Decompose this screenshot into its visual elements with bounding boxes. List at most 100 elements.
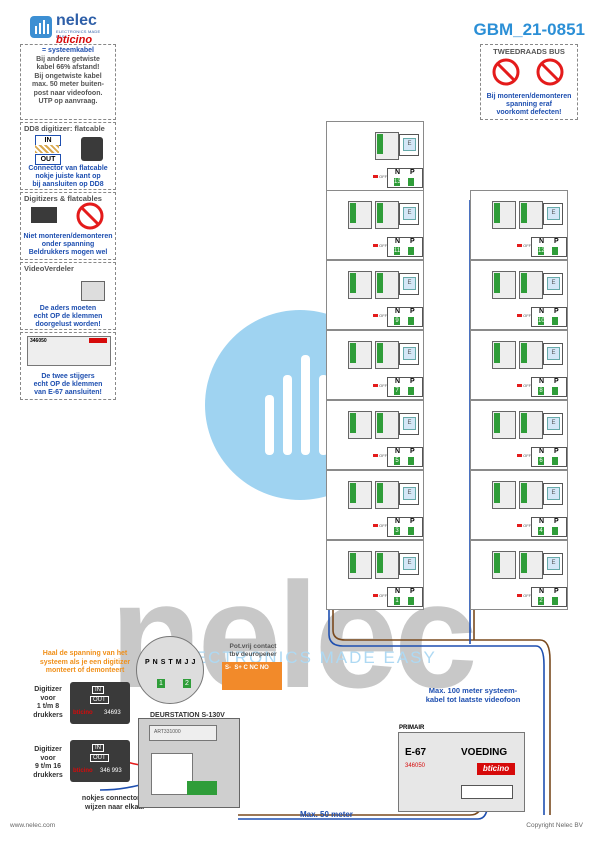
note-dd8: DD8 digitizer: flatcable IN OUT Connecto… — [20, 122, 116, 190]
screen-label: E — [403, 207, 416, 220]
terminal-block — [377, 273, 383, 293]
max50-label: Max. 50 meter — [300, 810, 353, 819]
terminal-block — [350, 343, 356, 363]
connector-note: nokjes connectoren wijzen naar elkaar — [70, 795, 160, 812]
unit-number-2 — [552, 317, 558, 325]
n-label: N — [395, 378, 401, 385]
digitizer-line: drukkers — [33, 771, 63, 779]
p-label: P — [410, 169, 415, 176]
terminal-labels: PNSTMJJ — [145, 659, 198, 666]
terminal-number: 1 — [157, 679, 165, 688]
note-flatcables: Digitizers & flatcables Niet monteren/de… — [20, 192, 116, 260]
note-tweedraads: TWEEDRAADS BUS Bij monteren/demonteren s… — [480, 44, 578, 120]
unit-number: 2 — [538, 597, 544, 605]
contact-terminal-block: S- S+ C NC NO — [222, 662, 282, 690]
n-label: N — [539, 448, 545, 455]
videophone-board — [519, 271, 543, 299]
note-line: UTP op aanvraag. — [38, 98, 98, 105]
off-indicator-icon — [373, 244, 378, 248]
off-switch: OFF — [517, 313, 531, 318]
in-label: IN — [92, 744, 104, 752]
max100-line: kabel tot laatste videofoon — [425, 695, 521, 704]
digitizer-line: 9 t/m 16 — [34, 763, 62, 770]
in-label: IN — [92, 686, 104, 694]
digitizer-icon — [31, 207, 57, 223]
max100-line: Max. 100 meter systeem- — [428, 686, 518, 695]
unit-number: 10 — [538, 317, 545, 325]
screen-label: E — [403, 277, 416, 290]
terminal-label: S — [160, 659, 169, 666]
off-label: OFF — [523, 523, 532, 529]
off-indicator-icon — [517, 314, 522, 318]
door-station-label: DEURSTATION S-130V — [150, 712, 225, 719]
bticino-logo: bticino — [73, 768, 93, 774]
videophone-screen-icon: E — [399, 343, 419, 365]
note-line: Beldrukkers mogen wel — [28, 249, 108, 256]
nelec-logo-icon — [30, 16, 52, 38]
screen-label: E — [547, 487, 560, 500]
unit-number: 6 — [538, 457, 544, 465]
terminal-block — [521, 483, 527, 503]
terminal-block — [521, 203, 527, 223]
videophone-screen-icon: E — [543, 553, 563, 575]
connector-icon — [81, 137, 103, 161]
terminal-block — [377, 203, 383, 223]
videophone-screen-icon: E — [543, 203, 563, 225]
off-label: OFF — [379, 243, 388, 249]
off-label: OFF — [523, 453, 532, 459]
off-indicator-icon — [373, 524, 378, 528]
videophone-screen-icon: E — [399, 483, 419, 505]
brand-tagline: ELECTRONICS MADE EASY — [56, 29, 101, 39]
p-label: P — [554, 588, 559, 595]
unit-number: 8 — [538, 387, 544, 395]
flat-wire-2 — [99, 784, 141, 791]
brand-logo: nelec ELECTRONICS MADE EASY bticino — [30, 12, 110, 48]
off-indicator-icon — [517, 524, 522, 528]
off-indicator-icon — [373, 314, 378, 318]
n-label: N — [395, 448, 401, 455]
note-line: De aders moeten — [39, 305, 97, 312]
unit-number-2 — [408, 317, 414, 325]
unit-number-2 — [408, 527, 414, 535]
videophone-screen-icon: E — [543, 343, 563, 365]
unit-number-2 — [552, 597, 558, 605]
door-station: ART331000 — [138, 718, 240, 808]
off-indicator-icon — [373, 454, 378, 458]
videophone-screen-icon: E — [399, 553, 419, 575]
off-switch: OFF — [517, 383, 531, 388]
note-line: Niet monteren/demonteren — [23, 233, 113, 240]
digitizer-line: voor — [40, 754, 56, 762]
unit-number-2 — [408, 247, 414, 255]
off-switch: OFF — [517, 453, 531, 458]
n-label: N — [395, 588, 401, 595]
unit-number-2 — [408, 178, 414, 186]
off-switch: OFF — [517, 523, 531, 528]
psu-mini-code: 346050 — [30, 338, 47, 344]
off-label: OFF — [523, 383, 532, 389]
unit-number: 9 — [394, 317, 400, 325]
p-label: P — [410, 238, 415, 245]
digitizer-line: 1 t/m 8 — [36, 703, 60, 710]
unit-number: 1 — [394, 597, 400, 605]
bus-wire-brown — [332, 130, 551, 815]
unit-number-2 — [552, 457, 558, 465]
terminal-zoom: PNSTMJJ 1 2 — [136, 636, 204, 704]
out-label: OUT — [35, 154, 61, 165]
screen-label: E — [403, 347, 416, 360]
note-line: echt OP de klemmen — [33, 313, 103, 320]
terminal-block — [350, 413, 356, 433]
off-label: OFF — [379, 523, 388, 529]
terminal-block — [377, 483, 383, 503]
off-switch: OFF — [373, 243, 387, 248]
videophone-screen-icon: E — [543, 273, 563, 295]
terminal-block — [377, 413, 383, 433]
note-line: max. 50 meter buiten- — [32, 81, 104, 88]
